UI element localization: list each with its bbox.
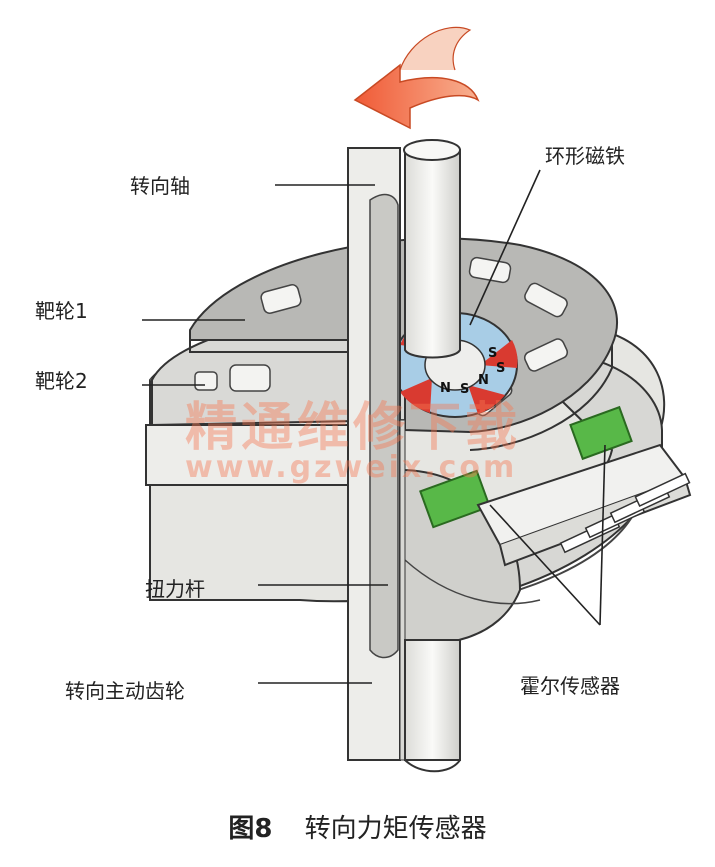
label-ring-magnet: 环形磁铁 xyxy=(545,144,625,168)
label-target-wheel-1: 靶轮1 xyxy=(35,299,88,323)
leader-hall-1 xyxy=(489,504,601,626)
watermark-url: www.gzweix.com xyxy=(185,450,518,485)
pole-label: S xyxy=(488,346,497,361)
figure-number: 图8 xyxy=(228,814,273,844)
label-target-wheel-2: 靶轮2 xyxy=(35,369,88,393)
figure-caption: 图8 转向力矩传感器 xyxy=(0,808,715,845)
watermark-text: 精通维修下载 xyxy=(185,398,522,458)
pole-label: N xyxy=(440,381,451,396)
steering-shaft xyxy=(403,139,461,773)
magnet-pole-labels: S N S N S xyxy=(440,346,505,397)
label-drive-pinion: 转向主动齿轮 xyxy=(65,679,185,703)
pole-label: N xyxy=(478,373,489,388)
label-steering-shaft: 转向轴 xyxy=(130,174,190,198)
figure-title: 转向力矩传感器 xyxy=(304,814,487,844)
pole-label: S xyxy=(460,382,469,397)
label-torsion-bar: 扭力杆 xyxy=(145,577,205,601)
pole-label: S xyxy=(496,361,505,376)
torsion-bar xyxy=(369,193,399,659)
leader-lines xyxy=(142,169,606,684)
label-hall-sensor: 霍尔传感器 xyxy=(520,674,620,698)
sensor-board xyxy=(476,443,692,567)
leader-ring-magnet xyxy=(469,169,541,326)
rotation-arrow xyxy=(353,26,480,130)
hall-sensors xyxy=(419,405,633,529)
leader-hall-2 xyxy=(599,444,606,626)
